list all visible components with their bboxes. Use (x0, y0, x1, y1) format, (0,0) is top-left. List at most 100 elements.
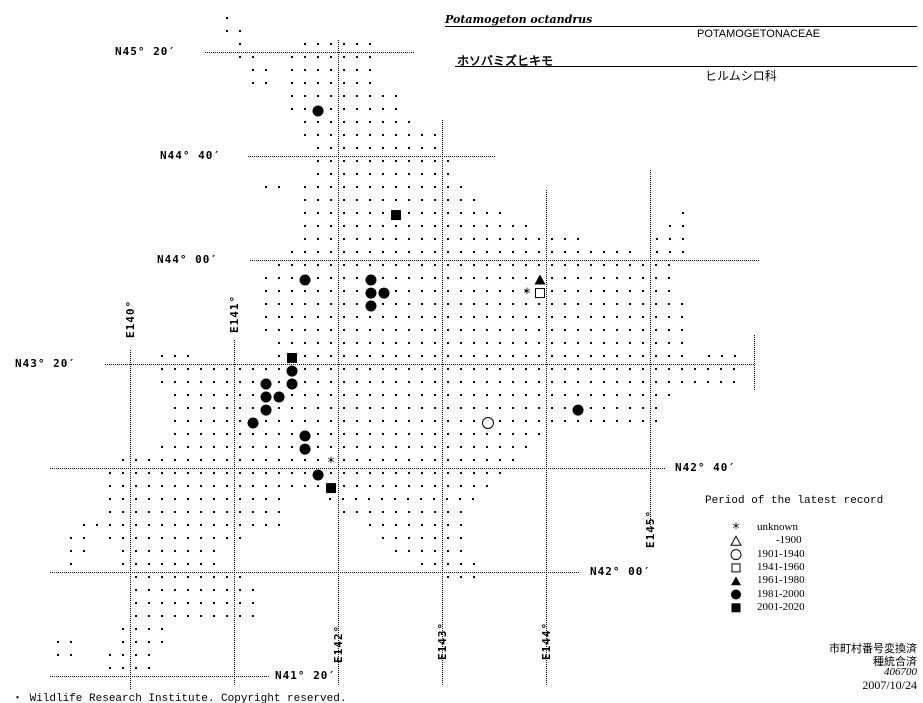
mesh-dot (187, 420, 189, 422)
lon-label: E141° (228, 294, 241, 333)
mesh-dot (590, 277, 592, 279)
mesh-dot (408, 212, 410, 214)
mesh-dot (265, 472, 267, 474)
mesh-dot (525, 394, 527, 396)
mesh-dot (148, 576, 150, 578)
mesh-dot (317, 82, 319, 84)
mesh-dot (343, 134, 345, 136)
mesh-dot (317, 251, 319, 253)
mesh-dot (564, 238, 566, 240)
mesh-dot (187, 433, 189, 435)
mesh-dot (356, 485, 358, 487)
mesh-dot (486, 303, 488, 305)
mesh-dot (226, 524, 228, 526)
mesh-dot (213, 446, 215, 448)
mesh-dot (551, 316, 553, 318)
mesh-dot (668, 264, 670, 266)
mesh-dot (499, 394, 501, 396)
mesh-dot (343, 238, 345, 240)
mesh-dot (148, 615, 150, 617)
mesh-dot (408, 277, 410, 279)
mesh-dot (512, 329, 514, 331)
mesh-dot (317, 433, 319, 435)
mesh-dot (499, 368, 501, 370)
mesh-dot (135, 524, 137, 526)
mesh-dot (252, 485, 254, 487)
mesh-dot (343, 43, 345, 45)
mesh-dot (252, 615, 254, 617)
mesh-dot (460, 316, 462, 318)
mesh-dot (629, 277, 631, 279)
mesh-dot (213, 576, 215, 578)
mesh-dot (395, 420, 397, 422)
mesh-dot (343, 407, 345, 409)
mesh-dot (577, 290, 579, 292)
mesh-dot (486, 446, 488, 448)
mesh-dot (122, 511, 124, 513)
mesh-dot (213, 524, 215, 526)
mesh-dot (408, 537, 410, 539)
mesh-dot (395, 121, 397, 123)
mesh-dot (356, 238, 358, 240)
mesh-dot (564, 303, 566, 305)
mesh-dot (447, 563, 449, 565)
mesh-dot (252, 69, 254, 71)
mesh-dot (239, 602, 241, 604)
record-filled-circle-marker (365, 274, 377, 286)
mesh-dot (603, 368, 605, 370)
mesh-dot (381, 498, 383, 500)
mesh-dot (655, 381, 657, 383)
mesh-dot (486, 368, 488, 370)
mesh-dot (369, 433, 371, 435)
mesh-dot (577, 303, 579, 305)
japanese-name: ホソバミズヒキモ (457, 54, 554, 68)
mesh-dot (382, 472, 384, 474)
mesh-dot (174, 420, 176, 422)
mesh-dot (291, 472, 293, 474)
mesh-dot (603, 355, 605, 357)
mesh-dot (447, 524, 449, 526)
mesh-dot (342, 498, 344, 500)
mesh-dot (200, 381, 202, 383)
mesh-dot (603, 420, 605, 422)
mesh-dot (564, 329, 566, 331)
mesh-dot (109, 472, 111, 474)
mesh-dot (356, 95, 358, 97)
mesh-dot (330, 290, 332, 292)
mesh-dot (421, 290, 423, 292)
mesh-dot (369, 82, 371, 84)
mesh-dot (538, 329, 540, 331)
mesh-dot (174, 472, 176, 474)
mesh-dot (330, 121, 332, 123)
mesh-dot (252, 589, 254, 591)
mesh-dot (356, 134, 358, 136)
mesh-dot (408, 160, 410, 162)
mesh-dot (421, 446, 423, 448)
mesh-dot (356, 407, 358, 409)
mesh-dot (239, 576, 241, 578)
mesh-dot (395, 537, 397, 539)
mesh-dot (356, 56, 358, 58)
mesh-dot (330, 433, 332, 435)
mesh-dot (512, 420, 514, 422)
mesh-dot (421, 277, 423, 279)
mesh-dot (161, 511, 163, 513)
mesh-dot (278, 511, 280, 513)
mesh-dot (447, 212, 449, 214)
mesh-dot (161, 355, 163, 357)
mesh-dot (668, 303, 670, 305)
mesh-dot (655, 303, 657, 305)
mesh-dot (356, 43, 358, 45)
mesh-dot (343, 225, 345, 227)
mesh-dot (603, 277, 605, 279)
mesh-dot (486, 472, 488, 474)
mesh-dot (291, 264, 293, 266)
mesh-dot (668, 277, 670, 279)
mesh-dot (447, 225, 449, 227)
mesh-dot (434, 394, 436, 396)
mesh-dot (239, 446, 241, 448)
mesh-dot (343, 511, 345, 513)
lat-label: N45° 20′ (115, 45, 176, 58)
mesh-dot (434, 199, 436, 201)
